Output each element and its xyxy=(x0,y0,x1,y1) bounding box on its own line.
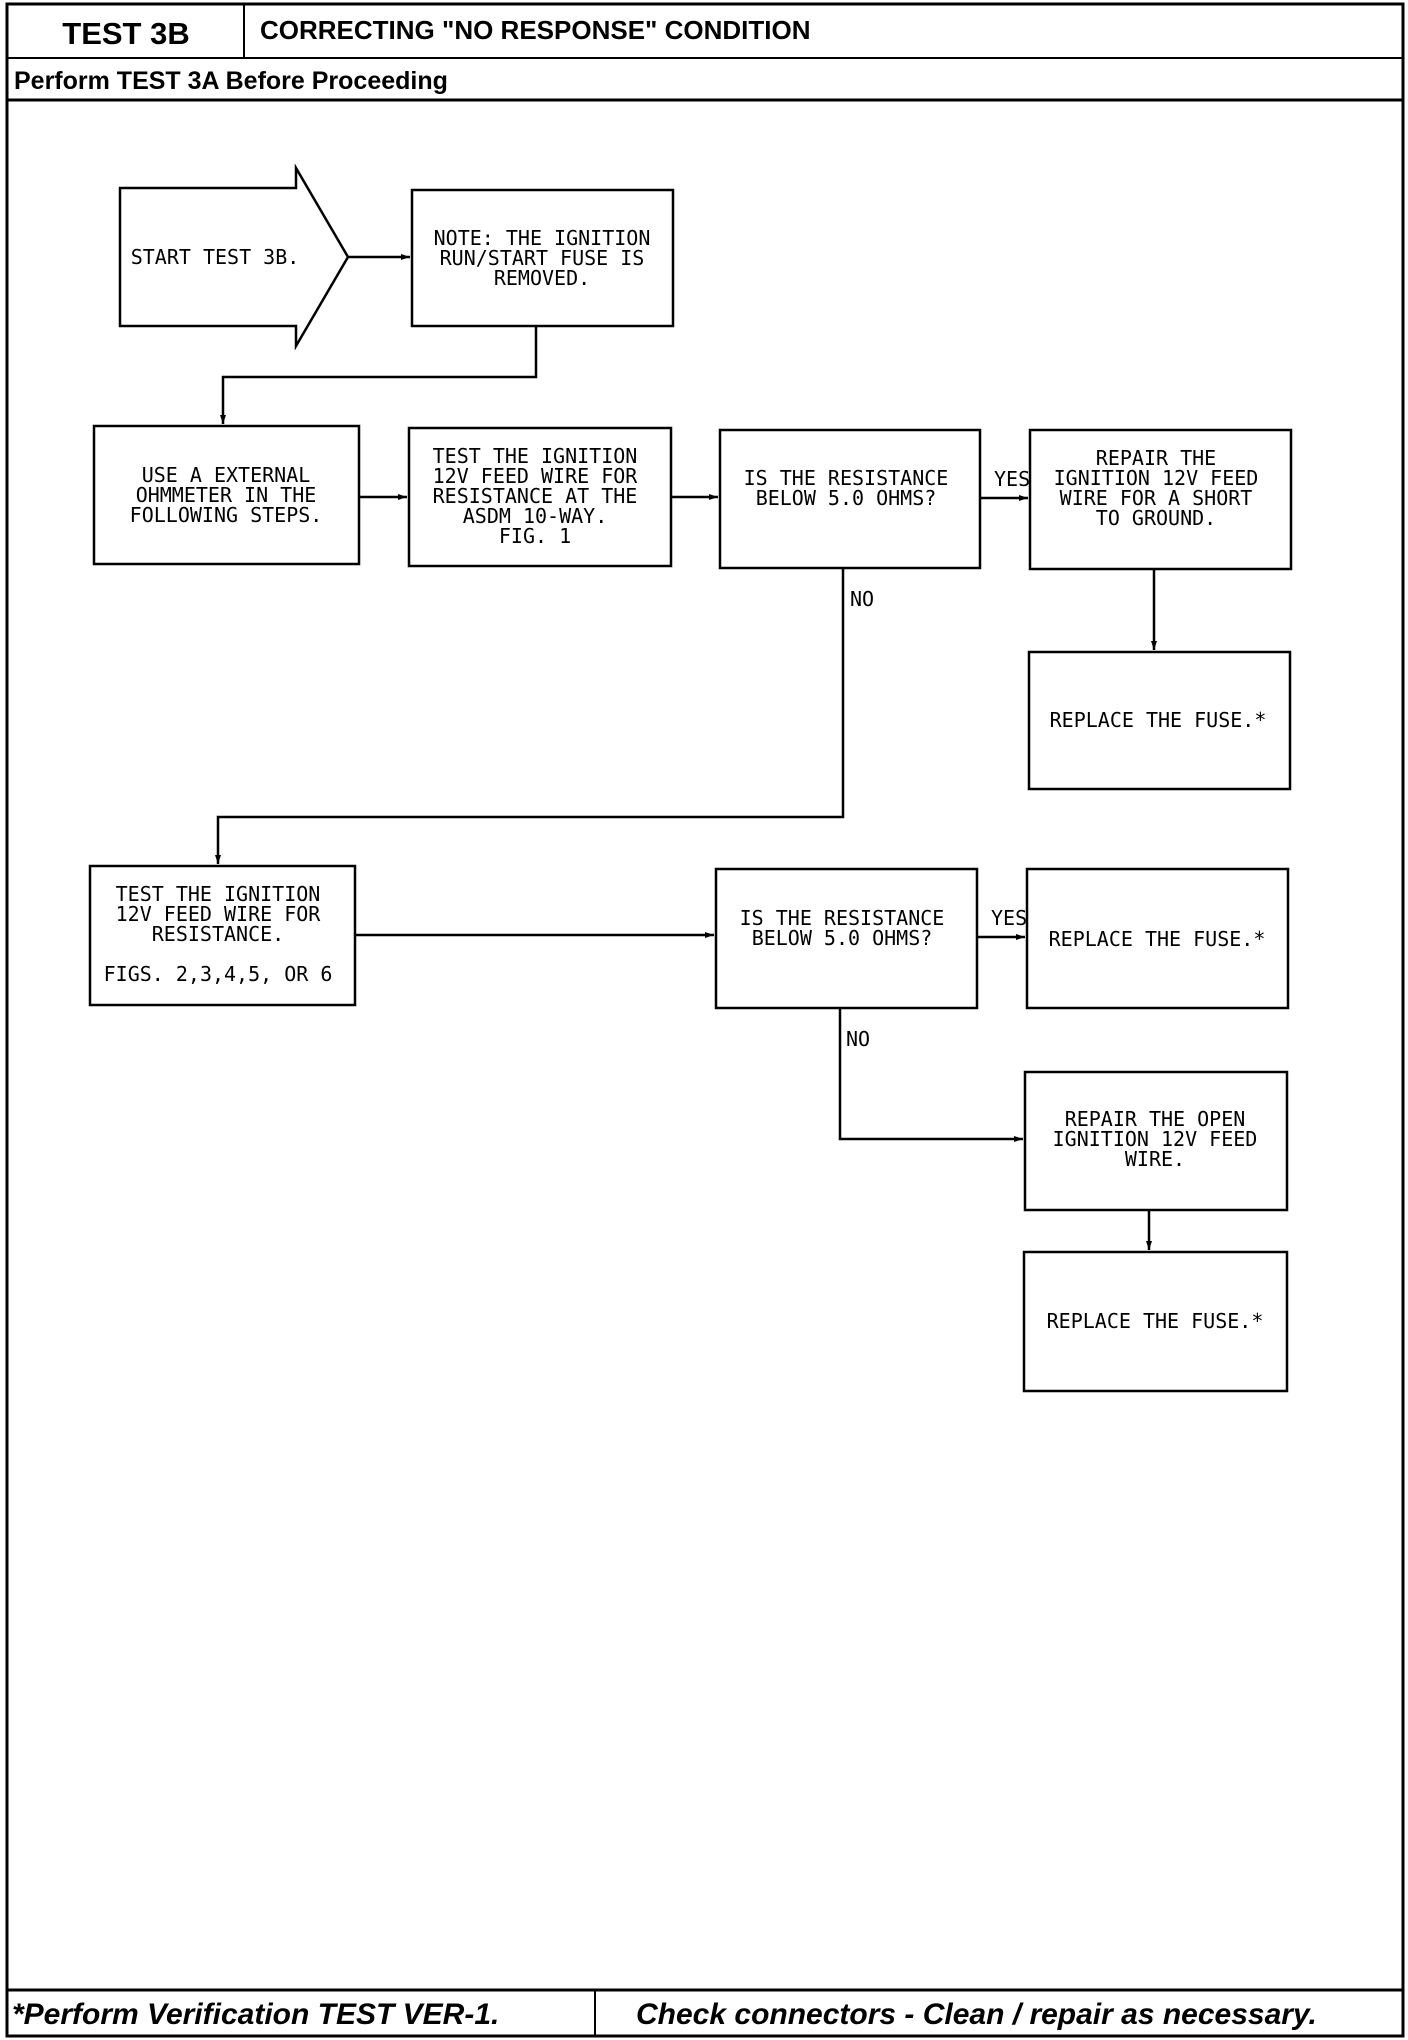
question-2-box xyxy=(714,867,979,1010)
replace-fuse-3-line: REPLACE THE FUSE.* xyxy=(1047,1309,1264,1333)
question-1-line: BELOW 5.0 OHMS? xyxy=(756,486,937,510)
test-asdm-line: TEST THE IGNITION xyxy=(433,444,638,468)
connector-note-to-ohmmeter xyxy=(220,326,538,424)
test-asdm-line: ASDM 10-WAY. xyxy=(463,504,608,528)
repair-open-line: IGNITION 12V FEED xyxy=(1053,1127,1258,1151)
no-label-2: NO xyxy=(846,1027,870,1051)
repair-open-line: WIRE. xyxy=(1125,1147,1185,1171)
question-1-box xyxy=(718,428,982,570)
note-box xyxy=(410,188,675,328)
replace-fuse-2-box xyxy=(1025,867,1290,1010)
use-ohmmeter-line: OHMMETER IN THE xyxy=(136,483,317,507)
question-2-line: BELOW 5.0 OHMS? xyxy=(752,926,933,950)
yes-label-2: YES xyxy=(991,906,1027,930)
footer-connectors-note: Check connectors - Clean / repair as nec… xyxy=(636,1998,1317,2031)
note-line: REMOVED. xyxy=(494,266,590,290)
use-ohmmeter-box xyxy=(92,424,361,566)
repair-short-box xyxy=(1028,428,1293,571)
replace-fuse-3-text: REPLACE THE FUSE.* xyxy=(1047,1309,1264,1333)
test-asdm-box xyxy=(407,426,673,568)
no-label-1: NO xyxy=(850,587,874,611)
repair-short-line: WIRE FOR A SHORT xyxy=(1060,486,1253,510)
page-subtitle: Perform TEST 3A Before Proceeding xyxy=(14,66,448,95)
replace-fuse-2-text: REPLACE THE FUSE.* xyxy=(1049,927,1266,951)
repair-short-line: TO GROUND. xyxy=(1096,506,1216,530)
connector-question-1-no xyxy=(215,568,845,864)
test-wire-box xyxy=(88,864,357,1007)
question-1-line: IS THE RESISTANCE xyxy=(744,466,949,490)
use-ohmmeter-line: USE A EXTERNAL xyxy=(142,463,311,487)
repair-open-box xyxy=(1023,1070,1289,1212)
yes-label-1: YES xyxy=(994,467,1030,491)
note-line: RUN/START FUSE IS xyxy=(440,246,645,270)
test-wire-line: RESISTANCE. xyxy=(152,922,284,946)
question-2-line: IS THE RESISTANCE xyxy=(740,906,945,930)
test-asdm-line: 12V FEED WIRE FOR xyxy=(433,464,639,488)
replace-fuse-3-box xyxy=(1022,1250,1289,1393)
repair-short-line: REPAIR THE xyxy=(1096,446,1216,470)
footer-verification-note: *Perform Verification TEST VER-1. xyxy=(12,1998,500,2031)
repair-short-line: IGNITION 12V FEED xyxy=(1054,466,1259,490)
use-ohmmeter-line: FOLLOWING STEPS. xyxy=(130,503,323,527)
test-asdm-line: FIG. 1 xyxy=(499,524,571,548)
start-label: START TEST 3B. xyxy=(131,245,300,269)
replace-fuse-2-line: REPLACE THE FUSE.* xyxy=(1049,927,1266,951)
replace-fuse-1-box xyxy=(1027,650,1292,791)
replace-fuse-1-text: REPLACE THE FUSE.* xyxy=(1050,708,1267,732)
start-arrow-shape xyxy=(118,163,350,351)
replace-fuse-1-line: REPLACE THE FUSE.* xyxy=(1050,708,1267,732)
start-line: START TEST 3B. xyxy=(131,245,300,269)
test-wire-line: TEST THE IGNITION xyxy=(116,882,321,906)
repair-open-line: REPAIR THE OPEN xyxy=(1065,1107,1246,1131)
page-title: CORRECTING "NO RESPONSE" CONDITION xyxy=(260,14,811,45)
test-asdm-line: RESISTANCE AT THE xyxy=(433,484,638,508)
note-line: NOTE: THE IGNITION xyxy=(434,226,651,250)
connector-question-2-no xyxy=(838,1008,1023,1142)
test-id-heading: TEST 3B xyxy=(62,16,190,51)
test-wire-line: 12V FEED WIRE FOR xyxy=(116,902,322,926)
test-wire-line: FIGS. 2,3,4,5, OR 6 xyxy=(104,962,333,986)
outer-border xyxy=(5,2,1405,2038)
